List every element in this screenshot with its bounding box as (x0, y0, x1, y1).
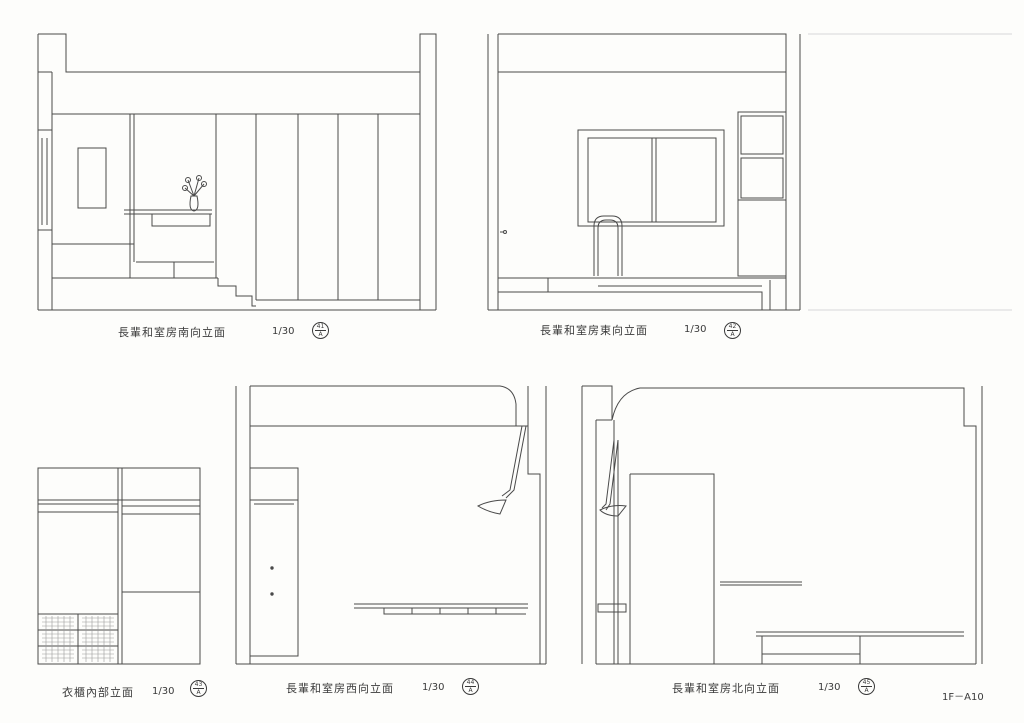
north-elevation-drawing (581, 385, 983, 665)
elevation-caption-north: 長輩和室房北向立面 (672, 682, 780, 695)
elevation-tag-closet: 43 A (190, 680, 207, 697)
elevation-caption-west: 長輩和室房西向立面 (286, 682, 394, 695)
sheet-number: 1F－A10 (942, 692, 984, 703)
elevation-scale-north: 1/30 (818, 682, 841, 693)
elevation-scale-west: 1/30 (422, 682, 445, 693)
south-elevation-drawing (37, 33, 437, 311)
west-elevation-drawing (235, 385, 547, 665)
elevation-caption-closet: 衣櫃內部立面 (62, 686, 134, 699)
east-elevation-drawing (487, 33, 801, 311)
elevation-caption-south: 長輩和室房南向立面 (118, 326, 226, 339)
elevation-tag-east: 42 A (724, 322, 741, 339)
elevation-tag-south: 41 A (312, 322, 329, 339)
elevation-tag-north: 45 A (858, 678, 875, 695)
elevation-scale-closet: 1/30 (152, 686, 175, 697)
elevation-caption-east: 長輩和室房東向立面 (540, 324, 648, 337)
closet-interior-drawing (37, 467, 201, 665)
elevation-scale-south: 1/30 (272, 326, 295, 337)
elevation-scale-east: 1/30 (684, 324, 707, 335)
elevation-tag-west: 44 A (462, 678, 479, 695)
